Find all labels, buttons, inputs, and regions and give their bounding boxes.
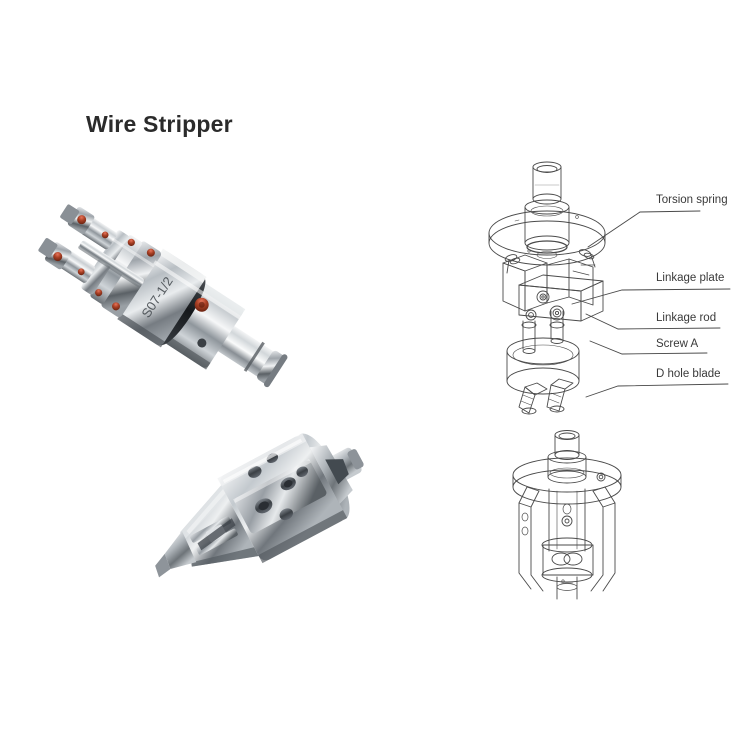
page-title: Wire Stripper [86, 111, 233, 137]
technical-drawing-assembled [505, 425, 630, 600]
technical-drawing-exploded [485, 155, 645, 415]
product-photo-blade-head [145, 395, 395, 620]
callout-torsion-spring: Torsion spring [656, 194, 728, 206]
callout-linkage-rod: Linkage rod [656, 312, 717, 324]
callout-screw-a: Screw A [656, 338, 699, 350]
callout-d-hole-blade: D hole blade [656, 368, 721, 380]
product-photo-assembly-angled: S07-1/2 [25, 204, 325, 430]
callout-linkage-plate: Linkage plate [656, 272, 725, 284]
